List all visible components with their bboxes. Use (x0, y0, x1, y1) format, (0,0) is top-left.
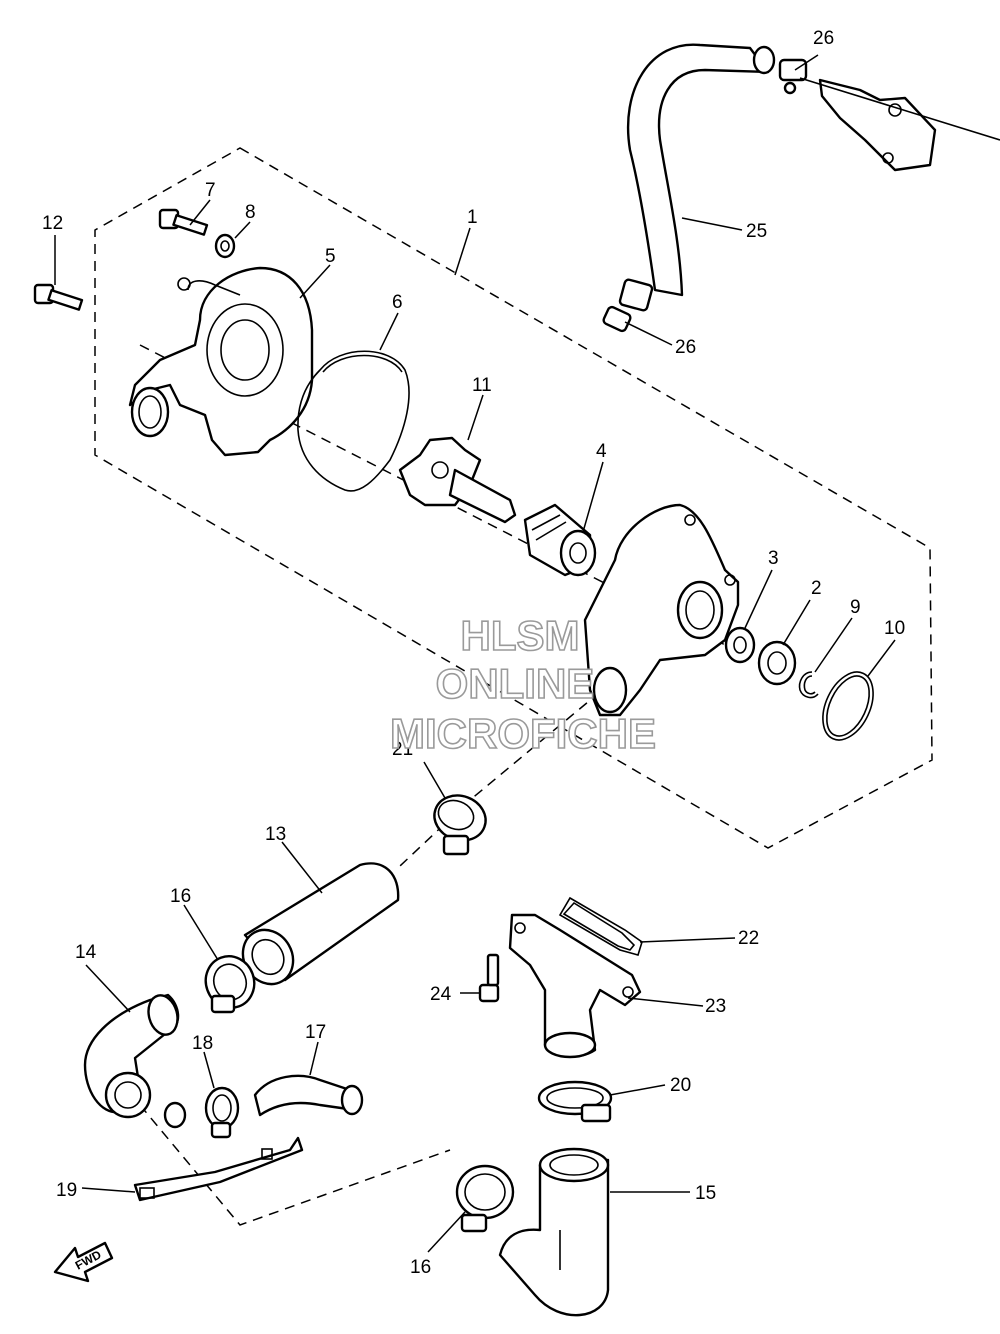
callout-17: 17 (305, 1022, 326, 1043)
callout-4: 4 (596, 441, 607, 462)
watermark-line-1: HLSM (461, 612, 580, 659)
hose-clamp-21 (433, 794, 487, 856)
plate-19 (133, 1136, 304, 1202)
callout-20: 20 (670, 1075, 691, 1096)
callout-8: 8 (245, 202, 256, 223)
dashed-line-pump-to-hose (399, 691, 601, 867)
callout-19: 19 (56, 1180, 77, 1201)
dashed-line-hose-to-joint (139, 1104, 451, 1226)
callout-13: 13 (265, 824, 286, 845)
watermark: HLSM ONLINE MICROFICHE (389, 611, 657, 758)
pump-cover-5 (128, 266, 314, 457)
bypass-hose-25 (618, 43, 776, 312)
hose-clamp-20 (537, 1080, 613, 1123)
hose-elbow-14 (83, 993, 187, 1129)
pump-housing (583, 503, 740, 717)
callout-18: 18 (192, 1033, 213, 1054)
callout-7: 7 (205, 180, 216, 201)
assembly-boundary (94, 147, 933, 849)
hose-17 (253, 1074, 364, 1117)
gasket-22 (558, 896, 643, 956)
hose-clamp-16-lower (455, 1164, 515, 1233)
watermark-line-3: MICROFICHE (390, 710, 656, 757)
callout-11: 11 (472, 375, 492, 396)
callout-15: 15 (695, 1183, 716, 1204)
fwd-arrow-icon: FWD (53, 1241, 114, 1283)
o-ring-6 (297, 350, 410, 492)
mechanical-seal-4 (523, 503, 597, 577)
callout-9: 9 (850, 597, 861, 618)
callout-2: 2 (811, 578, 822, 599)
callout-16-lower: 16 (410, 1257, 431, 1278)
bolt-12 (33, 283, 84, 311)
callout-labels: 1 2 3 4 5 6 7 8 9 10 11 12 13 14 15 16 1… (42, 28, 905, 1278)
callout-26-top: 26 (813, 28, 834, 49)
callout-5: 5 (325, 246, 336, 267)
bolt-7 (158, 208, 209, 236)
callout-10: 10 (884, 618, 905, 639)
callout-25: 25 (746, 221, 767, 242)
callout-14: 14 (75, 942, 97, 963)
callout-22: 22 (738, 928, 759, 949)
bolt-24 (478, 953, 500, 1003)
impeller-shaft-11 (398, 436, 517, 524)
hose-15 (498, 1147, 610, 1317)
callout-24: 24 (430, 984, 452, 1005)
hose-13 (241, 862, 400, 986)
callout-12: 12 (42, 213, 63, 234)
callout-3: 3 (768, 548, 779, 569)
outlet-joint-23 (508, 913, 642, 1059)
hose-clamp-18 (204, 1086, 240, 1139)
washer-8 (214, 233, 236, 259)
watermark-line-2: ONLINE (436, 660, 595, 707)
circlip-9 (798, 671, 819, 699)
leader-lines (54, 54, 896, 1253)
hose-clip-26-top (778, 58, 808, 95)
callout-26-bottom: 26 (675, 337, 696, 358)
callout-6: 6 (392, 292, 403, 313)
oil-seal-2 (757, 640, 797, 686)
callout-23: 23 (705, 996, 726, 1017)
hose-clip-26-bottom (602, 305, 632, 333)
callout-16-upper: 16 (170, 886, 191, 907)
engine-fitting (799, 77, 1000, 172)
callout-21: 21 (392, 739, 413, 760)
callout-1: 1 (467, 207, 478, 228)
hose-clamp-16-upper (204, 955, 256, 1014)
bearing-3 (724, 626, 756, 664)
o-ring-10 (822, 671, 874, 741)
